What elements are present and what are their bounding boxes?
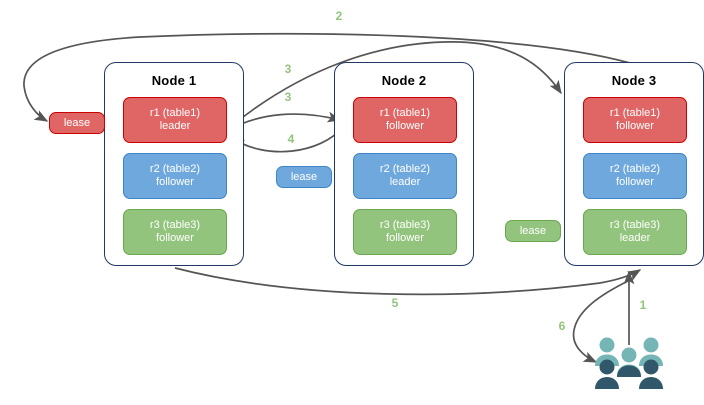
replica-node2-r3[interactable]: r3 (table3) follower xyxy=(353,209,457,255)
user-front-center-icon xyxy=(617,365,641,377)
lease-badge-table2[interactable]: lease xyxy=(276,166,332,188)
step-label-3a: 3 xyxy=(284,62,292,76)
replica-role: leader xyxy=(619,232,651,244)
node-title: Node 3 xyxy=(611,73,657,88)
node-title: Node 2 xyxy=(381,73,427,88)
replica-node3-r2[interactable]: r2 (table2) follower xyxy=(583,153,687,199)
node-container-node2[interactable]: Node 2 r1 (table1) follower r2 (table2) … xyxy=(334,62,474,266)
replica-role: leader xyxy=(159,120,191,132)
replica-node3-r3[interactable]: r3 (table3) leader xyxy=(583,209,687,255)
step-label-6: 6 xyxy=(558,319,566,333)
replica-node1-r3[interactable]: r3 (table3) follower xyxy=(123,209,227,255)
replica-name: r3 (table3) xyxy=(149,218,201,231)
replica-name: r1 (table1) xyxy=(379,106,431,119)
replica-name: r2 (table2) xyxy=(379,162,431,175)
replica-role: follower xyxy=(386,232,424,244)
node-container-node3[interactable]: Node 3 r1 (table1) follower r2 (table2) … xyxy=(564,62,704,266)
replica-role: follower xyxy=(386,120,424,132)
user-front-left-icon xyxy=(595,359,619,389)
lease-label: lease xyxy=(63,117,91,129)
replica-name: r1 (table1) xyxy=(149,106,201,119)
step-label-1: 1 xyxy=(639,298,647,312)
replica-name: r3 (table3) xyxy=(379,218,431,231)
replica-role: follower xyxy=(156,176,194,188)
replica-role: follower xyxy=(616,120,654,132)
arrow-step-5 xyxy=(174,267,601,296)
replica-node1-r1[interactable]: r1 (table1) leader xyxy=(123,97,227,143)
node-title: Node 1 xyxy=(151,73,197,88)
users-group-icon xyxy=(595,337,663,389)
replica-role: leader xyxy=(389,176,421,188)
step-label-5: 5 xyxy=(391,296,399,310)
lease-badge-table1[interactable]: lease xyxy=(49,112,105,134)
user-front-right-icon xyxy=(639,359,663,389)
step-label-3b: 3 xyxy=(284,90,292,104)
replica-node3-r1[interactable]: r1 (table1) follower xyxy=(583,97,687,143)
replica-node2-r2[interactable]: r2 (table2) leader xyxy=(353,153,457,199)
step-label-2: 2 xyxy=(335,9,343,23)
arrow-step-5-head xyxy=(599,269,642,284)
replica-name: r3 (table3) xyxy=(609,218,661,231)
replica-role: follower xyxy=(616,176,654,188)
step-label-4: 4 xyxy=(287,132,295,146)
node-container-node1[interactable]: Node 1 r1 (table1) leader r2 (table2) fo… xyxy=(104,62,244,266)
replica-name: r2 (table2) xyxy=(609,162,661,175)
replica-node1-r2[interactable]: r2 (table2) follower xyxy=(123,153,227,199)
lease-label: lease xyxy=(290,171,318,183)
lease-badge-table3[interactable]: lease xyxy=(505,220,561,242)
replica-name: r2 (table2) xyxy=(149,162,201,175)
replica-role: follower xyxy=(156,232,194,244)
lease-label: lease xyxy=(519,225,547,237)
replica-node2-r1[interactable]: r1 (table1) follower xyxy=(353,97,457,143)
replica-name: r1 (table1) xyxy=(609,106,661,119)
